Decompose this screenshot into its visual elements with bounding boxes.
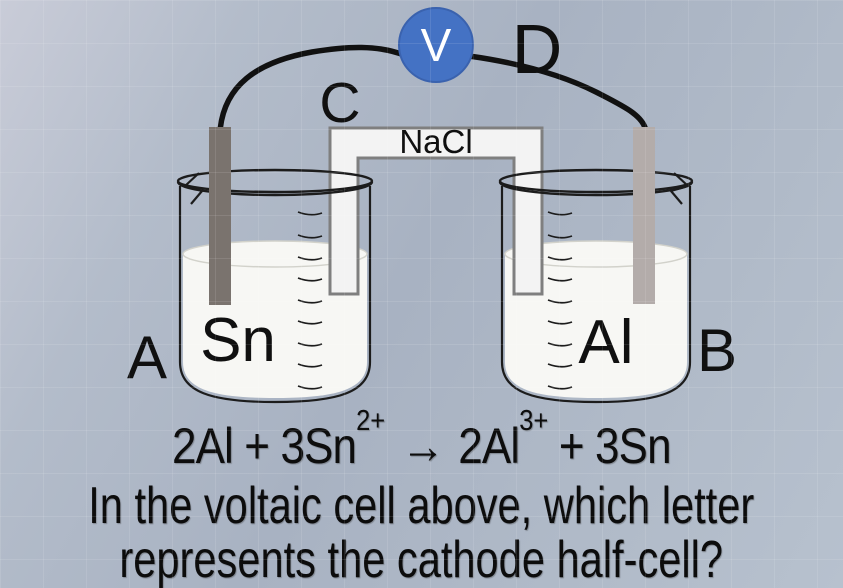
label-c-salt-bridge: C (319, 71, 361, 135)
right-beaker-graduations (547, 211, 573, 390)
equation-lhs-superscript: 2+ (356, 405, 386, 438)
label-b-right-cell: B (696, 317, 738, 384)
equation-lhs: 2Al + 3Sn (172, 418, 357, 474)
left-beaker-rim (176, 168, 374, 194)
left-wire (217, 44, 407, 134)
right-beaker-spout (669, 172, 690, 205)
right-beaker-outline (500, 186, 692, 404)
right-electrode (633, 127, 655, 304)
equation-rhs1: 2Al (458, 418, 520, 474)
question-line-1: In the voltaic cell above, which letter (88, 477, 755, 535)
equation-rhs-superscript: 3+ (519, 405, 549, 438)
beaker-outlines (176, 168, 694, 404)
equation-arrow: → (401, 418, 445, 474)
equation-rhs2: + 3Sn (559, 418, 672, 474)
left-beaker-outline (178, 186, 372, 404)
reaction-equation: 2Al + 3Sn2+ →2Al3+ + 3Sn (0, 405, 843, 475)
left-electrode-label: Sn (200, 306, 276, 375)
left-beaker-graduations (297, 211, 323, 390)
label-d-wire: D (511, 10, 563, 88)
left-beaker-spout (183, 172, 204, 205)
right-electrode-label: Al (578, 308, 634, 377)
right-beaker-rim (498, 168, 694, 194)
voltmeter-circle (398, 7, 474, 83)
question-text: In the voltaic cell above, which letter … (0, 479, 843, 587)
right-wire (466, 53, 649, 134)
question-line-2: represents the cathode half-cell? (119, 531, 724, 588)
left-electrode (209, 127, 231, 305)
label-a-left-cell: A (126, 324, 168, 391)
wires (217, 44, 649, 134)
salt-bridge (328, 126, 544, 296)
salt-bridge-label: NaCl (399, 123, 473, 160)
voltmeter-label: V (420, 19, 452, 71)
